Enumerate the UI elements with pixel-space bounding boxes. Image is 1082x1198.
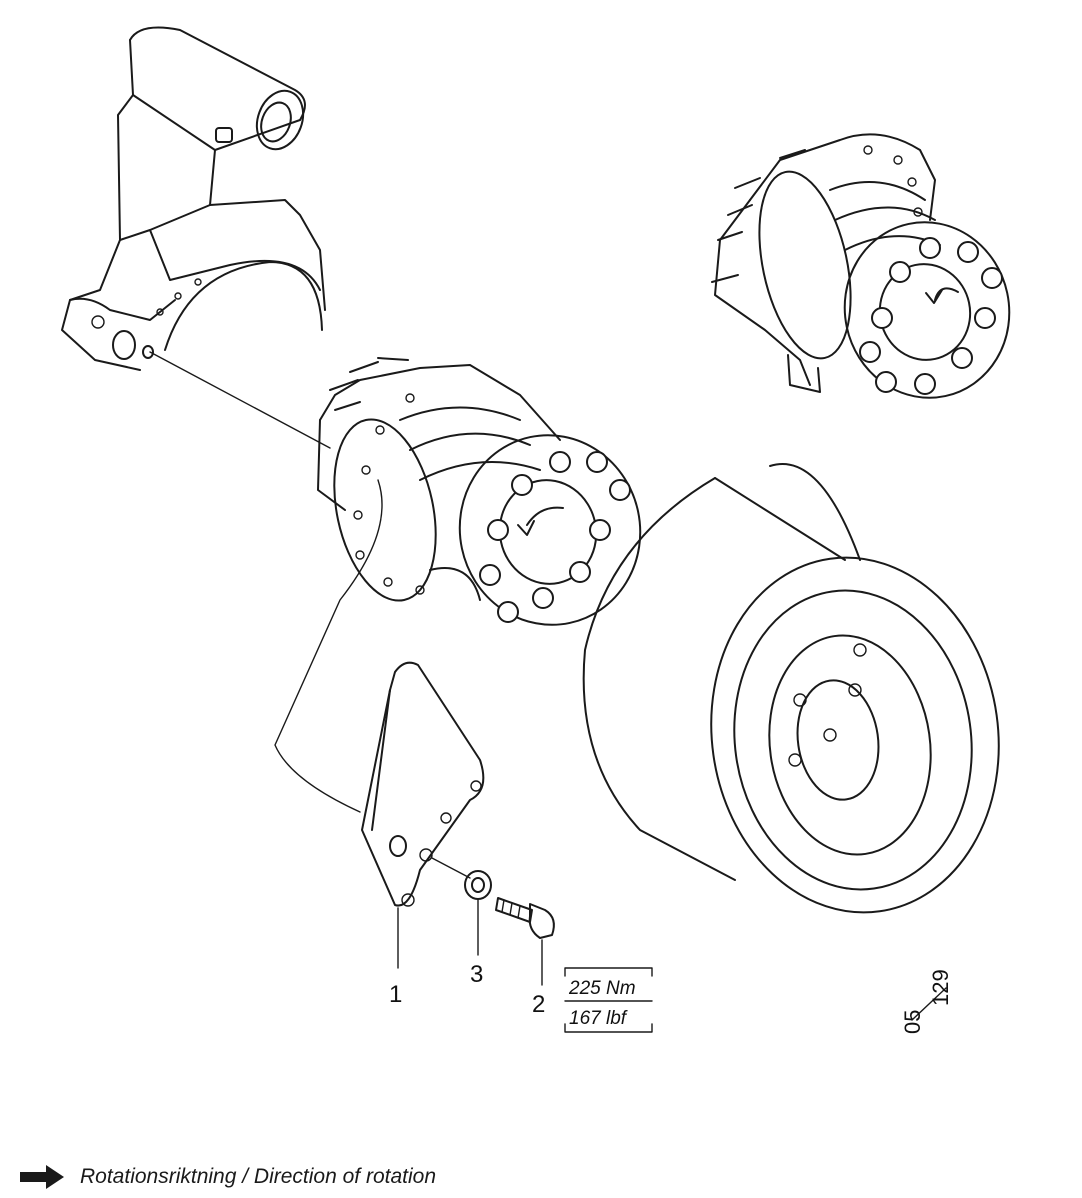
alignment-line-upper <box>149 351 331 449</box>
legend-text: Rotationsriktning / Direction of rotatio… <box>80 1165 437 1188</box>
torque-lbf: 167 lbf <box>569 1008 628 1029</box>
motor-detail-view <box>711 133 1011 399</box>
arrow-right-icon <box>20 1165 64 1189</box>
bolt <box>495 897 555 939</box>
figure-id-left: 05 <box>900 1010 925 1034</box>
figure-id-right: 129 <box>928 969 953 1006</box>
legend: Rotationsriktning / Direction of rotatio… <box>18 1160 436 1194</box>
washer <box>464 870 492 900</box>
detail-flange-bolts <box>859 237 1003 395</box>
callout-number-3: 3 <box>470 961 483 988</box>
drive-motor <box>317 357 642 626</box>
motor-studs <box>329 357 409 411</box>
alignment-line-lower <box>274 479 383 813</box>
bracket-plate <box>361 661 485 907</box>
callout-number-2: 2 <box>532 991 545 1018</box>
wheel <box>582 463 1000 914</box>
torque-spec-box: 225 Nm 167 lbf <box>564 967 653 1033</box>
callout-number-1: 1 <box>389 981 402 1008</box>
torque-nm: 225 Nm <box>568 978 636 999</box>
axle-bracket <box>61 26 326 371</box>
fastener-axis-line <box>431 857 471 879</box>
figure-identifier: 05 129 <box>900 969 953 1034</box>
motor-flange-bolts <box>479 451 631 623</box>
motor-mount-holes <box>353 393 425 595</box>
wheel-bolt-holes <box>788 643 867 767</box>
